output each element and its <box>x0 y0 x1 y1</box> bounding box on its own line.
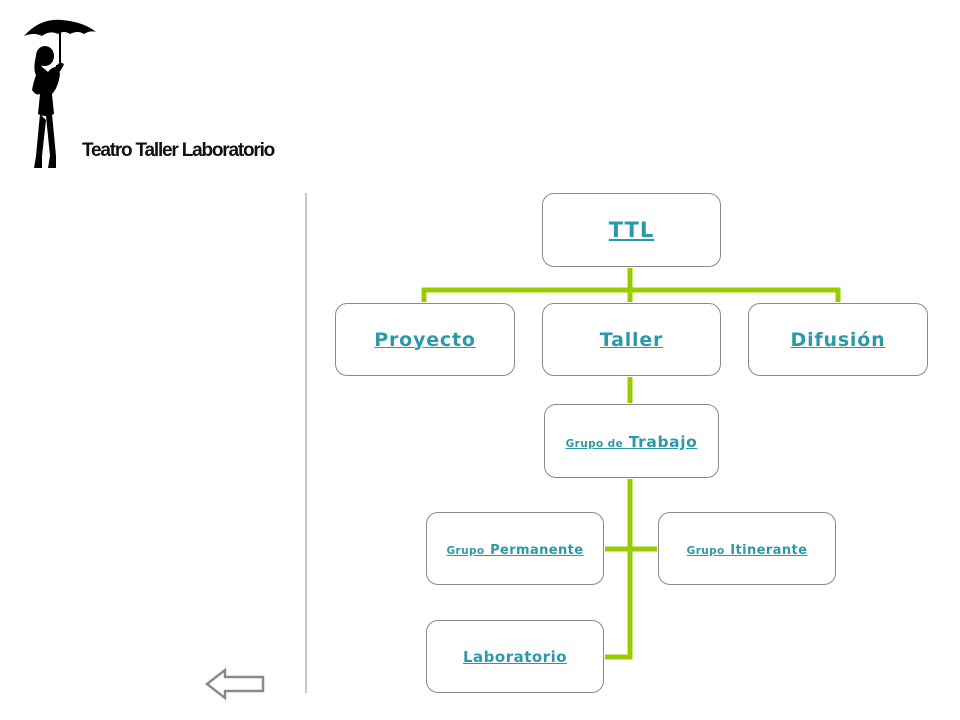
grupo-permanente-small: Grupo <box>446 545 485 557</box>
node-laboratorio[interactable]: Laboratorio <box>426 620 604 693</box>
left-arrow-icon[interactable] <box>205 667 267 701</box>
grupo-permanente-large: Permanente <box>490 543 584 558</box>
node-taller[interactable]: Taller <box>542 303 721 376</box>
grupo-itinerante-large: Itinerante <box>730 543 808 558</box>
node-difusion[interactable]: Difusión <box>748 303 928 376</box>
grupo-trabajo-small: Grupo de <box>565 437 624 450</box>
grupo-itinerante-small: Grupo <box>686 545 725 557</box>
node-grupo-permanente[interactable]: Grupo Permanente <box>426 512 604 585</box>
link-difusion[interactable]: Difusión <box>790 328 886 351</box>
node-ttl[interactable]: TTL <box>542 193 721 267</box>
logo: Teatro Taller Laboratorio <box>20 16 280 176</box>
link-proyecto[interactable]: Proyecto <box>374 328 476 351</box>
umbrella-woman-icon <box>24 19 96 168</box>
link-taller[interactable]: Taller <box>599 328 664 351</box>
vertical-divider <box>305 193 307 693</box>
node-grupo-itinerante[interactable]: Grupo Itinerante <box>658 512 836 585</box>
link-grupo-itinerante[interactable]: Grupo Itinerante <box>687 539 808 558</box>
grupo-trabajo-large: Trabajo <box>628 432 698 451</box>
logo-title: Teatro Taller Laboratorio <box>82 140 275 161</box>
link-grupo-permanente[interactable]: Grupo Permanente <box>446 539 583 558</box>
connector-grupo-stem <box>604 478 633 660</box>
link-grupo-de-trabajo[interactable]: Grupo de Trabajo <box>566 432 698 451</box>
node-proyecto[interactable]: Proyecto <box>335 303 515 376</box>
connector-level1-bar <box>421 287 841 303</box>
link-ttl[interactable]: TTL <box>608 218 655 242</box>
node-grupo-de-trabajo[interactable]: Grupo de Trabajo <box>544 404 719 478</box>
link-laboratorio[interactable]: Laboratorio <box>462 647 568 666</box>
